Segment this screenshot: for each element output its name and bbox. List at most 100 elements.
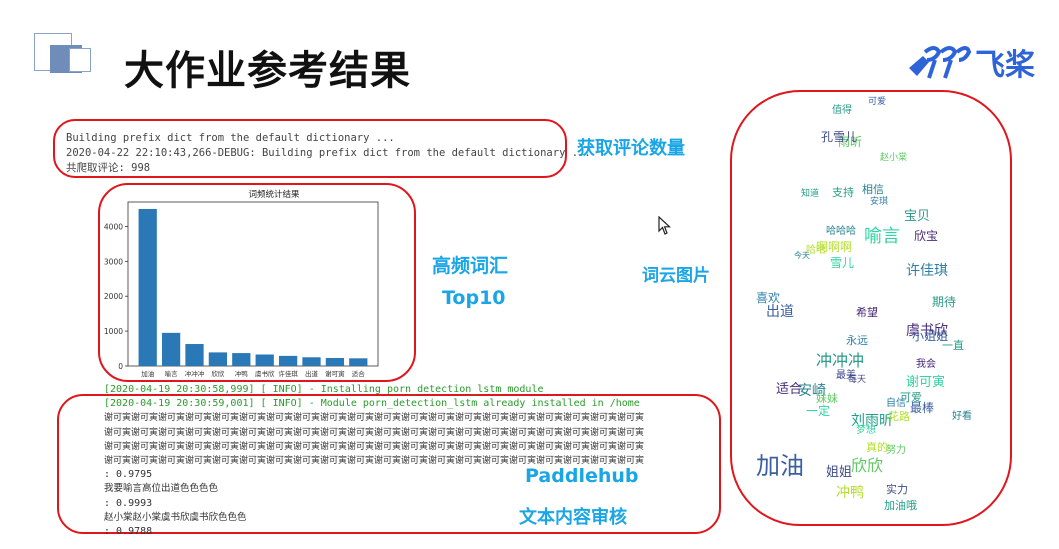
- x-tick-label: 喻言: [165, 369, 179, 378]
- wordcloud-word: 梦想: [856, 425, 876, 436]
- score-line: : 0.9795: [104, 469, 153, 481]
- wordcloud-word: 自信: [886, 398, 906, 409]
- wordcloud-word: 哈哈: [806, 245, 826, 256]
- chart-bar: [302, 357, 321, 366]
- wordcloud-image: 喻言冲冲冲加油虞书欣许佳琪欣欣冲鸭姐姐刘雨昕安崎谢可寅宝贝出道适合喜欢雨昕啊啊啊…: [736, 96, 1002, 516]
- chart-bar: [208, 352, 228, 366]
- wordcloud-word: 欣欣: [851, 456, 884, 475]
- chart-bar: [161, 332, 181, 366]
- chart-frame: [127, 201, 379, 367]
- label-wordcloud: 词云图片: [642, 266, 710, 286]
- y-tick-label: 4000: [104, 222, 123, 231]
- comments-highlight-oval: [53, 119, 567, 178]
- wordcloud-word: 加油: [756, 452, 804, 480]
- wordcloud-word: 期待: [932, 295, 957, 309]
- wordcloud-word: 最棒: [910, 401, 935, 415]
- wordcloud-word: 可爱: [900, 391, 922, 404]
- wordcloud-word: 刘雨昕: [851, 413, 893, 429]
- wordcloud-word: 适合: [776, 382, 803, 397]
- wordcloud-word: 知道: [801, 189, 820, 199]
- wordcloud-word: 谢可寅: [906, 375, 946, 390]
- wordcloud-word: 花路: [888, 410, 910, 423]
- brand-name: 飞桨: [975, 48, 1035, 83]
- wordcloud-word: 一直: [942, 339, 964, 352]
- wordcloud-word: 小姐姐: [912, 329, 949, 343]
- wordcloud-word: 雨昕: [838, 135, 863, 149]
- terminal-top: Building prefix dict from the default di…: [66, 131, 591, 176]
- chart-highlight-oval: [98, 183, 416, 382]
- terminal-bottom: [2020-04-19 20:30:58,999] [ INFO] - Inst…: [104, 383, 648, 539]
- spam-line: 谢可寅谢可寅谢可寅谢可寅谢可寅谢可寅谢可寅谢可寅谢可寅谢可寅谢可寅谢可寅谢可寅谢…: [104, 441, 645, 452]
- wordcloud-word: 每天: [848, 375, 867, 385]
- wordcloud-word: 一定: [806, 404, 831, 418]
- x-tick-label: 出道: [305, 369, 319, 378]
- wordcloud-word: 安崎: [798, 383, 826, 399]
- y-tick-label: 1000: [104, 327, 123, 336]
- y-tick-label: 0: [118, 362, 123, 371]
- label-top-words: 高频词汇: [432, 255, 509, 277]
- chart-bar: [185, 344, 204, 366]
- x-tick-label: 加油: [141, 369, 154, 378]
- wordcloud-word: 欣宝: [914, 229, 939, 243]
- chart-bar: [278, 355, 298, 366]
- logo-square-inner: [69, 48, 91, 72]
- x-tick-label: 适合: [352, 369, 366, 378]
- wordcloud-word: 支持: [832, 186, 854, 199]
- wordcloud-word: 雪儿: [830, 256, 855, 270]
- wordcloud-word: 永远: [846, 334, 868, 347]
- wordcloud-word: 宝贝: [904, 209, 931, 224]
- x-tick-label: 谢可寅: [325, 369, 345, 378]
- chart-bar: [232, 353, 251, 366]
- wordcloud-word: 出道: [766, 304, 794, 320]
- spam-line: 谢可寅谢可寅谢可寅谢可寅谢可寅谢可寅谢可寅谢可寅谢可寅谢可寅谢可寅谢可寅谢可寅谢…: [104, 456, 645, 467]
- score-line: : 0.9788: [104, 526, 153, 538]
- wordcloud-word: 喻言: [864, 226, 900, 247]
- x-tick-label: 许佳琪: [278, 369, 298, 378]
- wordcloud-word: 冲鸭: [836, 485, 864, 501]
- wordcloud-word: 赵小棠: [880, 153, 908, 163]
- paddlehub-highlight-oval: [57, 394, 721, 534]
- terminal-line: Building prefix dict from the default di…: [66, 132, 395, 144]
- chart-bar: [255, 354, 274, 366]
- wordcloud-word: 努力: [886, 445, 906, 456]
- chart-bar: [325, 357, 345, 366]
- brand-logo: 飞桨: [905, 40, 1035, 84]
- wordcloud-word: 妹妹: [816, 392, 838, 405]
- paddle-logo-icon: [909, 46, 971, 79]
- label-comments: 获取评论数量: [577, 138, 685, 159]
- mouse-cursor-icon: [658, 216, 672, 235]
- text-line: 赵小棠赵小棠虞书欣虞书欣色色色: [104, 511, 247, 523]
- x-tick-label: 冲鸭: [235, 369, 249, 378]
- x-tick-label: 欣欣: [211, 369, 225, 378]
- spam-line: 谢可寅谢可寅谢可寅谢可寅谢可寅谢可寅谢可寅谢可寅谢可寅谢可寅谢可寅谢可寅谢可寅谢…: [104, 413, 645, 424]
- wordcloud-word: 今天: [794, 251, 810, 260]
- wordcloud-word: 安琪: [870, 197, 889, 207]
- chart-title: 词频统计结果: [248, 189, 300, 200]
- wordcloud-word: 喜欢: [756, 291, 781, 305]
- slide-title: 大作业参考结果: [124, 48, 411, 94]
- wordcloud-word: 真的: [866, 441, 888, 454]
- terminal-line: 2020-04-22 22:10:43,266-DEBUG: Building …: [66, 147, 591, 159]
- wordcloud-word: 哈哈哈: [826, 226, 856, 237]
- wordcloud-word: 虞书欣: [906, 323, 948, 339]
- chart-bar: [138, 208, 157, 366]
- wordcloud-word: 啊啊啊: [816, 240, 853, 254]
- wordcloud-word: 孔雪儿: [821, 130, 858, 144]
- spam-line: 谢可寅谢可寅谢可寅谢可寅谢可寅谢可寅谢可寅谢可寅谢可寅谢可寅谢可寅谢可寅谢可寅谢…: [104, 427, 645, 438]
- x-tick-label: 虞书欣: [255, 369, 275, 378]
- score-line: : 0.9993: [104, 497, 153, 509]
- wordcloud-word: 可爱: [868, 97, 887, 107]
- label-audit: 文本内容审核: [519, 507, 627, 528]
- wordcloud-word: 相信: [862, 183, 884, 196]
- wordcloud-word: 值得: [832, 105, 852, 116]
- wordcloud-word: 姐姐: [826, 465, 853, 480]
- wordcloud-word: 最美: [836, 370, 856, 381]
- label-paddlehub: Paddlehub: [525, 465, 639, 487]
- wordcloud-word: 希望: [856, 306, 878, 319]
- label-top10: Top10: [442, 287, 506, 309]
- y-tick-label: 3000: [104, 257, 123, 266]
- wordcloud-highlight-oval: [730, 90, 1012, 526]
- log-line-installing: [2020-04-19 20:30:58,999] [ INFO] - Inst…: [104, 384, 544, 395]
- wordcloud-word: 加油哦: [884, 499, 917, 512]
- chart-bar: [349, 358, 368, 366]
